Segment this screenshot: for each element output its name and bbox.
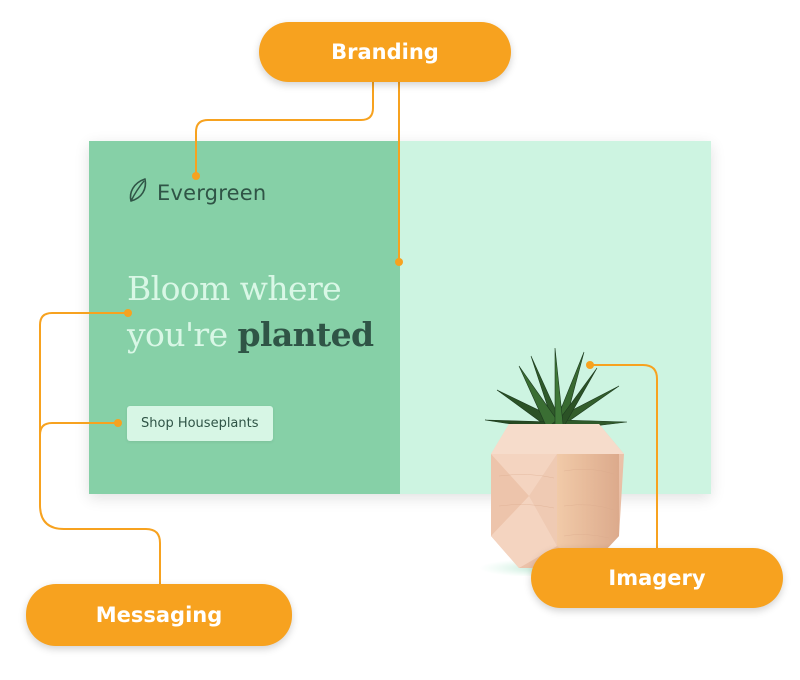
potted-succulent-image: [469, 346, 639, 581]
branding-callout: Branding: [259, 22, 511, 82]
messaging-headline-anchor-dot: [124, 309, 132, 317]
imagery-callout: Imagery: [531, 548, 783, 608]
headline-emphasis: planted: [237, 315, 374, 354]
banner-mockup: Evergreen Bloom where you're planted Sho…: [89, 141, 711, 578]
imagery-anchor-dot: [586, 361, 594, 369]
leaf-icon: [127, 177, 149, 208]
headline-line1: Bloom where: [127, 269, 342, 308]
headline-line2: you're: [127, 315, 228, 354]
messaging-button-anchor-dot: [114, 419, 122, 427]
banner-text-panel: Evergreen Bloom where you're planted Sho…: [89, 141, 400, 494]
branding-panel-anchor-dot: [395, 258, 403, 266]
messaging-callout: Messaging: [26, 584, 292, 646]
brand-name: Evergreen: [157, 180, 267, 205]
headline: Bloom where you're planted: [127, 266, 397, 358]
shop-houseplants-button[interactable]: Shop Houseplants: [127, 406, 273, 441]
brand-logo[interactable]: Evergreen: [127, 177, 266, 208]
branding-logo-anchor-dot: [192, 172, 200, 180]
